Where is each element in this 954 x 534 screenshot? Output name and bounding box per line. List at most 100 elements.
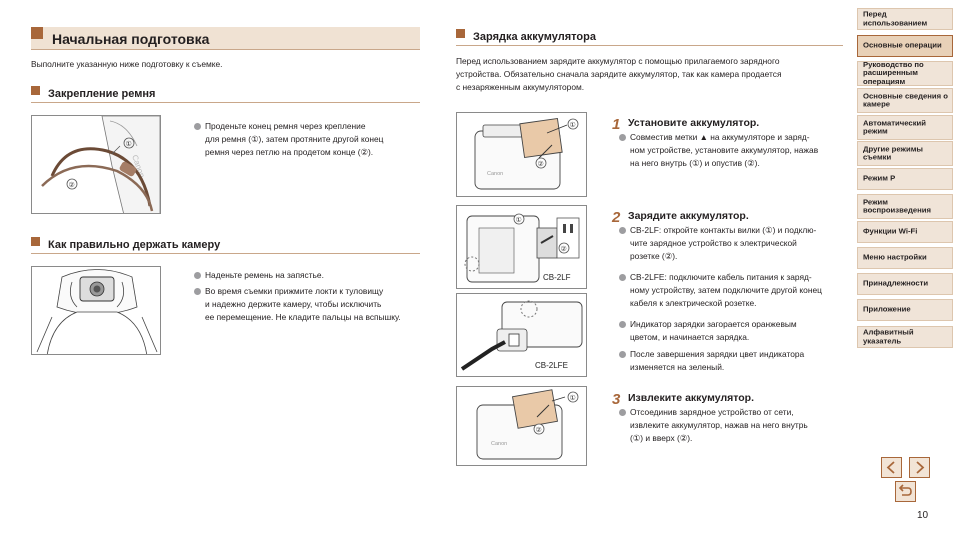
bullet-line: После завершения зарядки цвет индикатора <box>630 349 805 359</box>
nav-item-advanced-guide[interactable]: Руководство по расширенным операциям <box>857 60 953 86</box>
bullet-dot <box>619 409 626 416</box>
charging-heading-text: Зарядка аккумулятора <box>473 31 596 43</box>
charging-heading: Зарядка аккумулятора <box>456 29 843 46</box>
strap-bullet: Проденьте конец ремня через крепление дл… <box>193 120 423 159</box>
holding-heading: Как правильно держать камеру <box>31 237 420 254</box>
heading-marker <box>31 237 40 246</box>
step-title: Зарядите аккумулятор. <box>628 210 749 222</box>
bullet-dot <box>619 274 626 281</box>
marker-1: ① <box>570 121 576 129</box>
charging-intro: Перед использованием зарядите аккумулято… <box>456 55 846 94</box>
nav-label: Функции Wi-Fi <box>863 226 918 236</box>
marker-2: ② <box>69 181 75 189</box>
next-page-button[interactable] <box>909 457 930 478</box>
nav-label: Другие режимы съемки <box>863 143 923 162</box>
nav-item-p-mode[interactable]: Режим P <box>857 168 953 190</box>
nav-item-index[interactable]: Алфавитный указатель <box>857 326 953 348</box>
bullet-line: и надежно держите камеру, чтобы исключит… <box>205 299 382 310</box>
insert-battery-illustration: Canon ① ② <box>456 112 587 197</box>
nav-item-basic-operations[interactable]: Основные операции <box>857 35 953 57</box>
step-1-bullet: Совместив метки ▲ на аккумуляторе и заря… <box>618 131 853 170</box>
step-2-bullet-3: Индикатор зарядки загорается оранжевым ц… <box>618 318 853 344</box>
step-number: 3 <box>612 391 621 408</box>
heading-marker <box>456 29 465 38</box>
step-title: Установите аккумулятор. <box>628 117 760 129</box>
step-2-bullet-2: CB-2LFE: подключите кабель питания к зар… <box>618 271 853 310</box>
marker-1: ① <box>126 140 132 148</box>
bullet-dot <box>619 351 626 358</box>
step-number: 2 <box>612 209 621 226</box>
intro-line: Перед использованием зарядите аккумулято… <box>456 56 780 66</box>
bullet-line: ее перемещение. Не кладите пальцы на всп… <box>205 312 401 323</box>
marker-2: ② <box>561 245 567 253</box>
bullet-line: цветом, и начинается зарядка. <box>630 332 750 343</box>
holding-bullet-2: Во время съемки прижмите локти к туловищ… <box>193 285 428 324</box>
chevron-right-icon <box>916 461 925 474</box>
holding-heading-text: Как правильно держать камеру <box>48 239 221 251</box>
cb2lf-illustration: ① ② CB-2LF <box>456 205 587 289</box>
nav-item-camera-basics[interactable]: Основные сведения о камере <box>857 88 953 113</box>
nav-item-playback[interactable]: Режим воспроизведения <box>857 194 953 219</box>
bullet-dot <box>619 227 626 234</box>
bullet-line: ному устройству, затем подключите другой… <box>630 285 822 296</box>
nav-item-wifi[interactable]: Функции Wi-Fi <box>857 221 953 243</box>
bullet-line: на него внутрь (①) и опустив (②). <box>630 158 760 169</box>
canon-logo-text: Canon <box>487 171 503 177</box>
strap-heading-text: Закрепление ремня <box>48 88 156 100</box>
nav-item-other-modes[interactable]: Другие режимы съемки <box>857 141 953 166</box>
nav-label: Режим P <box>863 173 896 183</box>
section-title-text: Начальная подготовка <box>52 31 210 47</box>
nav-item-appendix[interactable]: Приложение <box>857 299 953 321</box>
strap-illustration: Canon ① ② <box>31 115 161 214</box>
bullet-line: кабеля к электрической розетке. <box>630 298 757 309</box>
bullet-line: извлеките аккумулятор, нажав на него вну… <box>630 420 808 431</box>
bullet-line: CB-2LFE: подключите кабель питания к зар… <box>630 272 812 282</box>
nav-item-auto-mode[interactable]: Автоматический режим <box>857 115 953 140</box>
step-3-bullet: Отсоединив зарядное устройство от сети, … <box>618 406 853 445</box>
bullet-dot <box>619 134 626 141</box>
bullet-line: CB-2LF: откройте контакты вилки (①) и по… <box>630 225 817 235</box>
marker-2: ② <box>536 426 542 434</box>
canon-logo-text: Canon <box>491 441 507 447</box>
bullet-line: чите зарядное устройство к электрической <box>630 238 797 249</box>
bullet-line: Индикатор зарядки загорается оранжевым <box>630 319 797 329</box>
page-number: 10 <box>917 510 929 521</box>
marker-1: ① <box>570 394 576 402</box>
bullet-line: розетке (②). <box>630 251 678 262</box>
previous-page-button[interactable] <box>881 457 902 478</box>
bullet-dot <box>194 272 201 279</box>
nav-label: Основные сведения о камере <box>863 90 948 109</box>
step-number: 1 <box>612 116 621 133</box>
chevron-left-icon <box>886 461 895 474</box>
bullet-dot <box>194 288 201 295</box>
bullet-line: ном устройстве, установите аккумулятор, … <box>630 145 819 156</box>
bullet-dot <box>619 321 626 328</box>
nav-item-before-use[interactable]: Перед использованием <box>857 8 953 30</box>
nav-label: Меню настройки <box>863 252 927 262</box>
bullet-line: Совместив метки ▲ на аккумуляторе и заря… <box>630 132 810 142</box>
return-button[interactable] <box>895 481 916 502</box>
bullet-line: ремня через петлю на продетом конце (②). <box>205 147 374 158</box>
nav-label: Основные операции <box>863 40 942 50</box>
nav-item-accessories[interactable]: Принадлежности <box>857 273 953 295</box>
marker-1: ① <box>516 216 522 224</box>
step-2-bullet-1: CB-2LF: откройте контакты вилки (①) и по… <box>618 224 853 263</box>
bullet-dot <box>194 123 201 130</box>
nav-label: Режим воспроизведения <box>863 196 931 215</box>
nav-label: Автоматический режим <box>863 117 926 136</box>
marker-2: ② <box>538 160 544 168</box>
cb2lfe-illustration: CB-2LFE <box>456 293 587 377</box>
remove-battery-illustration: Canon ① ② <box>456 386 587 466</box>
intro-text: Выполните указанную ниже подготовку к съ… <box>31 59 223 69</box>
nav-label: Перед использованием <box>863 9 928 27</box>
bullet-line: Во время съемки прижмите локти к туловищ… <box>205 286 384 296</box>
bullet-line: изменяется на зеленый. <box>630 362 725 373</box>
bullet-line: Наденьте ремень на запястье. <box>205 270 324 280</box>
nav-item-setup-menu[interactable]: Меню настройки <box>857 247 953 269</box>
holding-bullet-1: Наденьте ремень на запястье. <box>193 269 428 282</box>
section-title: Начальная подготовка <box>31 27 420 50</box>
cb2lf-label: CB-2LF <box>543 273 571 282</box>
intro-line: с незаряженным аккумулятором. <box>456 82 585 93</box>
holding-illustration <box>31 266 161 355</box>
section-marker <box>31 27 43 39</box>
